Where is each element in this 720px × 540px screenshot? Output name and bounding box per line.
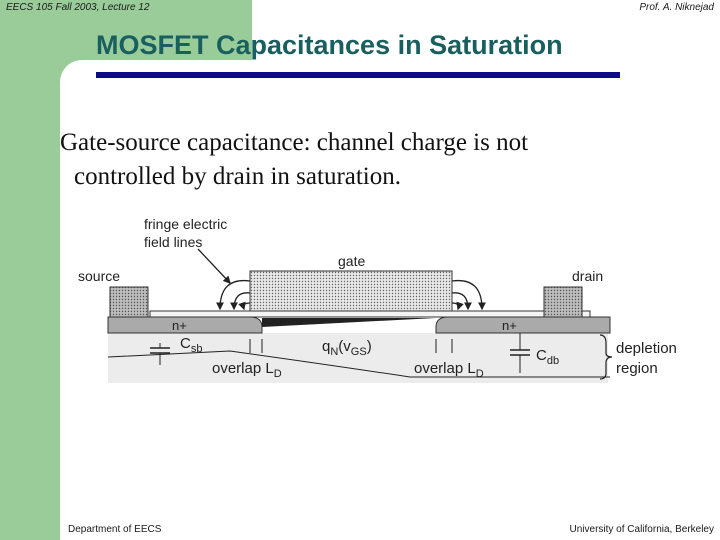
gate-oxide [149, 310, 591, 318]
source-label: source [78, 268, 120, 284]
source-contact [109, 286, 149, 318]
fringe-label-line-2: field lines [144, 234, 202, 250]
slide-title: MOSFET Capacitances in Saturation [96, 30, 563, 60]
instructor-header: Prof. A. Niknejad [639, 2, 714, 13]
overlap-left-label: overlap LD [212, 360, 282, 380]
department-footer: Department of EECS [68, 524, 162, 535]
substrate-region [108, 333, 608, 383]
n-plus-left-label: n+ [172, 318, 187, 333]
depletion-brace [599, 334, 613, 380]
channel-inversion-layer [262, 318, 436, 327]
fringe-field-line [451, 292, 472, 311]
fringe-pointer-arrow [197, 248, 231, 284]
body-line-2: controlled by drain in saturation. [74, 163, 402, 190]
drain-label: drain [572, 268, 603, 284]
gate-label: gate [338, 253, 365, 269]
cdb-label: Cdb [536, 347, 559, 367]
n-plus-drain-region [435, 316, 611, 334]
body-line-1: Gate-source capacitance: channel charge … [60, 129, 529, 156]
mosfet-cross-section-figure: fringe electric field lines gate source … [70, 205, 690, 405]
n-plus-right-label: n+ [502, 318, 517, 333]
course-header: EECS 105 Fall 2003, Lecture 12 [6, 2, 150, 13]
fringe-field-line [451, 279, 486, 311]
title-underline [96, 72, 620, 78]
fringe-field-line [230, 292, 251, 311]
overlap-right-label: overlap LD [414, 360, 484, 380]
mosfet-diagram: fringe electric field lines gate source … [78, 216, 677, 383]
university-footer: University of California, Berkeley [569, 524, 715, 535]
fringe-field-line [238, 301, 251, 311]
qn-label: qN(vGS) [322, 338, 372, 358]
depletion-label-line-2: region [616, 360, 658, 377]
fringe-label-line-1: fringe electric [144, 216, 227, 232]
gate-electrode [249, 270, 453, 312]
depletion-boundary [107, 350, 610, 378]
drain-contact [543, 286, 583, 318]
fringe-field-line [216, 279, 251, 311]
depletion-label-line-1: depletion [616, 340, 677, 357]
fringe-field-line [451, 301, 464, 311]
slide-body: Gate-source capacitance: channel charge … [60, 126, 660, 194]
csb-label: Csb [180, 335, 202, 355]
